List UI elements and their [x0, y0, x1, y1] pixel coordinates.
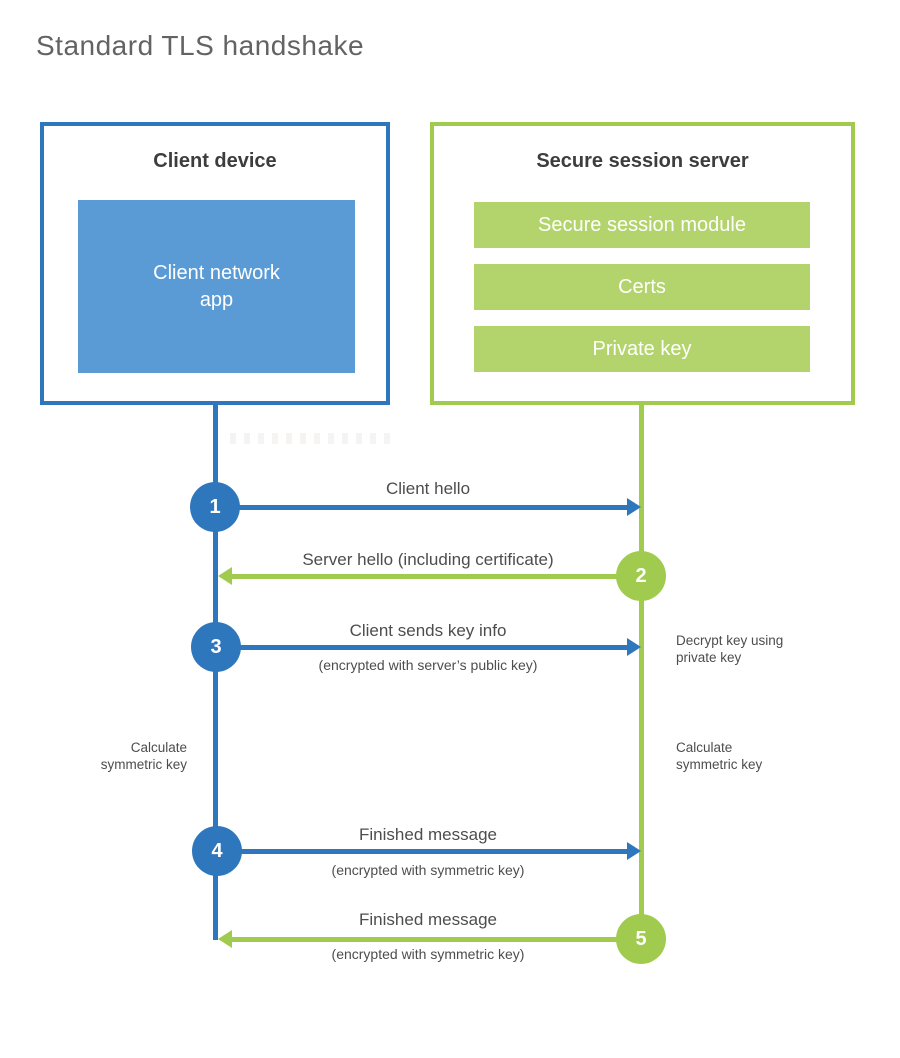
- client-device-title: Client device: [153, 150, 277, 172]
- page-title: Standard TLS handshake: [36, 30, 365, 61]
- module-private-key: Private key: [474, 326, 810, 372]
- step-3-sublabel: (encrypted with server’s public key): [318, 657, 538, 673]
- step-5-circle: 5: [616, 914, 666, 964]
- step-3-arrow-line: [215, 645, 627, 650]
- step-2-arrowhead: [218, 567, 232, 585]
- step-5-label: Finished message: [359, 910, 497, 929]
- note-calculate-symmetric-key-right: Calculate symmetric key: [676, 740, 763, 772]
- faded-dashed-artifact: [230, 433, 390, 444]
- server-title: Secure session server: [536, 150, 749, 172]
- step-2-number: 2: [635, 564, 647, 587]
- step-3-circle: 3: [191, 622, 241, 672]
- module-certs: Certs: [474, 264, 810, 310]
- step-1-arrow-line: [215, 505, 627, 510]
- step-2-label: Server hello (including certificate): [302, 550, 554, 569]
- module-certs-label: Certs: [618, 275, 666, 298]
- step-5-arrow-line: [232, 937, 641, 942]
- step-3-arrowhead: [627, 638, 641, 656]
- module-private-key-label: Private key: [592, 337, 692, 360]
- client-network-app-label: Client network app: [153, 261, 280, 311]
- client-lifeline: [213, 405, 218, 940]
- step-4-arrow-line: [215, 849, 627, 854]
- note-calculate-symmetric-key-left: Calculate symmetric key: [100, 740, 187, 772]
- step-4-label: Finished message: [359, 825, 497, 844]
- step-1-arrowhead: [627, 498, 641, 516]
- server-lifeline: [639, 405, 644, 939]
- module-secure-session-label: Secure session module: [538, 213, 746, 236]
- step-5-arrowhead: [218, 930, 232, 948]
- step-1-circle: 1: [190, 482, 240, 532]
- module-secure-session: Secure session module: [474, 202, 810, 248]
- step-2-circle: 2: [616, 551, 666, 601]
- step-4-arrowhead: [627, 842, 641, 860]
- step-2-arrow-line: [232, 574, 641, 579]
- step-1-number: 1: [209, 495, 221, 518]
- step-1-label: Client hello: [385, 479, 471, 498]
- step-3-label: Client sends key info: [349, 621, 507, 640]
- step-4-sublabel: (encrypted with symmetric key): [331, 862, 525, 878]
- note-decrypt-key: Decrypt key using private key: [676, 633, 784, 665]
- step-3-number: 3: [210, 635, 222, 658]
- step-4-circle: 4: [192, 826, 242, 876]
- step-5-sublabel: (encrypted with symmetric key): [331, 946, 525, 962]
- step-5-number: 5: [635, 927, 647, 950]
- client-network-app-box: Client network app: [78, 200, 355, 373]
- step-4-number: 4: [211, 839, 223, 862]
